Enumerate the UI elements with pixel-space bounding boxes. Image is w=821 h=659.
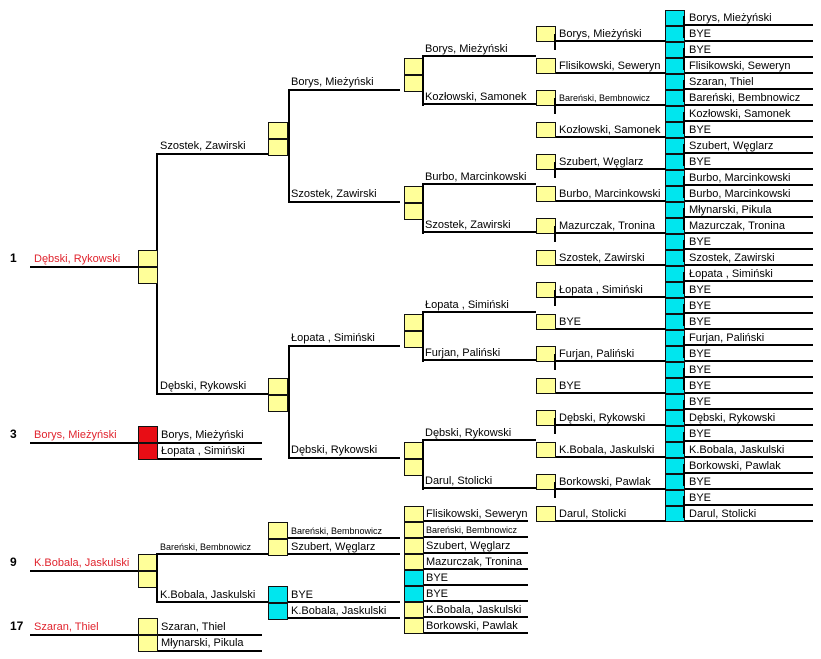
r2-entry: BYE [559, 380, 582, 392]
seed-1-name: Dębski, Rykowski [34, 253, 121, 265]
r1-entry: BYE [689, 316, 712, 328]
r2-entry: BYE [559, 316, 582, 328]
r2-entry: Łopata , Simiński [559, 284, 643, 296]
r1-entry: BYE [689, 44, 712, 56]
r1-entry: Flisikowski, Seweryn [689, 60, 791, 72]
lr1-entry: Szubert, Węglarz [426, 540, 511, 552]
lr3-barenski: Bareński, Bembnowicz [160, 542, 252, 552]
lf-0: Szaran, Thiel [161, 621, 226, 633]
r1-entry: Borys, Mieżyński [689, 12, 772, 24]
r3-entry: Dębski, Rykowski [425, 427, 512, 439]
r1-entry: BYE [689, 380, 712, 392]
lr2-2: BYE [291, 589, 314, 601]
r1-entry: BYE [689, 364, 712, 376]
r1-entry: BYE [689, 156, 712, 168]
r1-entry: Burbo, Marcinkowski [689, 188, 791, 200]
r1-entry: BYE [689, 348, 712, 360]
r2-entry: Flisikowski, Seweryn [559, 60, 661, 72]
r1-entry: K.Bobala, Jaskulski [689, 444, 785, 456]
seed-17-name: Szaran, Thiel [34, 621, 99, 633]
r1-entry: Darul, Stolicki [689, 508, 757, 520]
r1-entry: Borkowski, Pawlak [689, 460, 781, 472]
seed-3-name: Borys, Mieżyński [34, 429, 117, 441]
lr1-entry: Flisikowski, Seweryn [426, 508, 528, 520]
semi2-bottom: Łopata , Simiński [161, 445, 245, 457]
seed-9-number: 9 [10, 555, 17, 569]
r1-entry: Furjan, Paliński [689, 332, 765, 344]
r2-entry: Darul, Stolicki [559, 508, 627, 520]
r3-entry: Borys, Mieżyński [425, 43, 508, 55]
r2-entry: Burbo, Marcinkowski [559, 188, 661, 200]
r4-debski: Dębski, Rykowski [291, 444, 378, 456]
lr1-entry: Bareński, Bembnowicz [426, 525, 518, 535]
r1-entry: BYE [689, 236, 712, 248]
r1-entry: Szostek, Zawirski [689, 252, 775, 264]
r1-entry: Dębski, Rykowski [689, 412, 776, 424]
r2-entry: Borkowski, Pawlak [559, 476, 651, 488]
seed-17-number: 17 [10, 619, 24, 633]
semi2-top: Borys, Mieżyński [161, 429, 244, 441]
r1-entry: BYE [689, 124, 712, 136]
r1-entry: Młynarski, Pikula [689, 204, 772, 216]
r2-entry: Mazurczak, Tronina [559, 220, 655, 232]
r1-entry: BYE [689, 476, 712, 488]
lr2-0: Bareński, Bembnowicz [291, 526, 383, 536]
r2-entry: K.Bobala, Jaskulski [559, 444, 655, 456]
r3-entry: Furjan, Paliński [425, 347, 501, 359]
lf-1: Młynarski, Pikula [161, 637, 244, 649]
r2-entry: Bareński, Bembnowicz [559, 93, 651, 103]
r2-entry: Szubert, Węglarz [559, 156, 644, 168]
r2-entry: Szostek, Zawirski [559, 252, 645, 264]
r3-entry: Darul, Stolicki [425, 475, 493, 487]
r3-entry: Burbo, Marcinkowski [425, 171, 527, 183]
r1-entry: BYE [689, 28, 712, 40]
r2-entry: Dębski, Rykowski [559, 412, 646, 424]
seed-3-number: 3 [10, 427, 17, 441]
seed-9-name: K.Bobala, Jaskulski [34, 557, 130, 569]
seed-1-number: 1 [10, 251, 17, 265]
r5-debski: Dębski, Rykowski [160, 380, 247, 392]
lr1-entry: K.Bobala, Jaskulski [426, 604, 522, 616]
r1-entry: Kozłowski, Samonek [689, 108, 791, 120]
r1-entry: BYE [689, 492, 712, 504]
r2-entry: Borys, Mieżyński [559, 28, 642, 40]
lr1-entry: Borkowski, Pawlak [426, 620, 518, 632]
r2-entry: Furjan, Paliński [559, 348, 635, 360]
r3-entry: Kozłowski, Samonek [425, 91, 527, 103]
r3-entry: Szostek, Zawirski [425, 219, 511, 231]
r1-entry: Szubert, Węglarz [689, 140, 774, 152]
r5-szostek: Szostek, Zawirski [160, 140, 246, 152]
lr3-kbobala: K.Bobala, Jaskulski [160, 589, 256, 601]
r1-entry: Bareński, Bembnowicz [689, 92, 801, 104]
r1-entry: Mazurczak, Tronina [689, 220, 785, 232]
r1-entry: BYE [689, 428, 712, 440]
r3-entry: Łopata , Simiński [425, 299, 509, 311]
r4-szostek: Szostek, Zawirski [291, 188, 377, 200]
lr1-entry: BYE [426, 588, 449, 600]
r4-lopata: Łopata , Simiński [291, 332, 375, 344]
r1-entry: Łopata , Simiński [689, 268, 773, 280]
lr2-1: Szubert, Węglarz [291, 541, 376, 553]
lr1-entry: Mazurczak, Tronina [426, 556, 522, 568]
r4-borys: Borys, Mieżyński [291, 76, 374, 88]
r1-entry: BYE [689, 300, 712, 312]
r1-entry: Szaran, Thiel [689, 76, 754, 88]
lr1-entry: BYE [426, 572, 449, 584]
r2-entry: Kozłowski, Samonek [559, 124, 661, 136]
r1-entry: Burbo, Marcinkowski [689, 172, 791, 184]
r1-entry: BYE [689, 284, 712, 296]
lr2-3: K.Bobala, Jaskulski [291, 605, 387, 617]
r1-entry: BYE [689, 396, 712, 408]
